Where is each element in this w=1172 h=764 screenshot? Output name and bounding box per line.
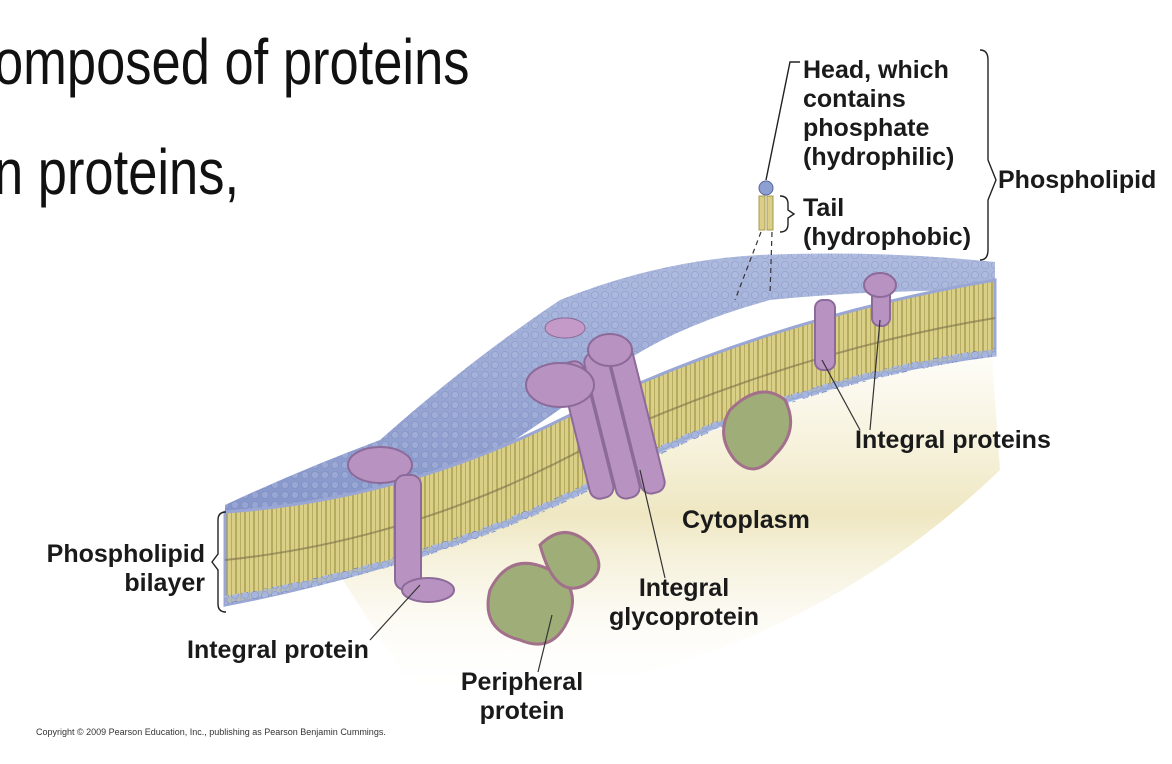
label-glycoprotein-line-1: Integral — [638, 574, 730, 602]
label-peripheral-line-1: Peripheral — [460, 668, 584, 696]
integral-glycoprotein-shape — [525, 333, 666, 500]
label-tail-line-2: (hydrophobic) — [803, 223, 972, 251]
slide-text-line-2: n proteins, — [0, 136, 240, 208]
label-phospholipid: Phospholipid — [998, 166, 1157, 194]
copyright-notice: Copyright © 2009 Pearson Education, Inc.… — [36, 727, 386, 737]
surface-protein-shape — [544, 317, 586, 339]
label-glycoprotein-line-2: glycoprotein — [608, 603, 759, 631]
integral-protein-left-shape — [347, 446, 455, 603]
label-integral-proteins: Integral proteins — [855, 426, 1051, 454]
label-head: Head, which contains phosphate (hydrophi… — [803, 56, 954, 172]
label-integral-glycoprotein: Integral glycoprotein — [598, 574, 770, 632]
label-bilayer-line-1: Phospholipid — [46, 540, 205, 568]
label-head-line-2: contains — [803, 85, 906, 113]
label-head-line-3: phosphate — [803, 114, 930, 142]
peripheral-protein-shape — [486, 390, 793, 646]
slide-text-line-1: omposed of proteins — [0, 26, 470, 98]
label-peripheral-line-2: protein — [479, 697, 565, 725]
label-phospholipid-bilayer: Phospholipid bilayer — [32, 540, 205, 598]
label-peripheral-protein: Peripheral protein — [448, 668, 596, 726]
label-head-line-1: Head, which — [803, 56, 949, 84]
label-head-line-4: (hydrophilic) — [803, 143, 955, 171]
label-integral-protein: Integral protein — [187, 636, 369, 664]
label-tail-line-1: Tail — [803, 194, 845, 222]
phospholipid-molecule-icon — [758, 180, 774, 231]
integral-proteins-right-shape — [814, 272, 897, 371]
label-tail: Tail (hydrophobic) — [803, 194, 971, 252]
label-cytoplasm: Cytoplasm — [682, 506, 810, 534]
label-bilayer-line-2: bilayer — [124, 569, 205, 597]
